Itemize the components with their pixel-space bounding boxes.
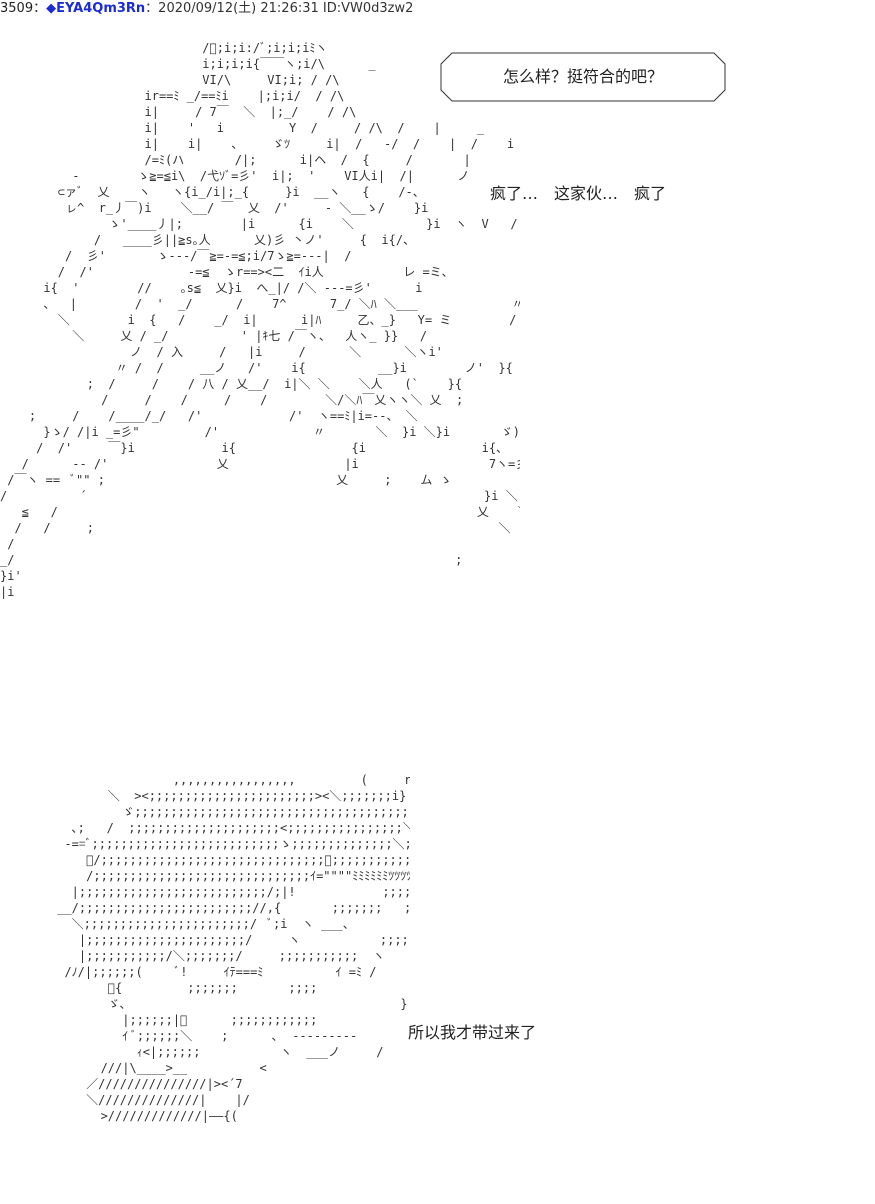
ascii-art-figure: /ﾞ;i;i:/ﾞ;i;i;iﾐヽ i;i;i;i{￣￣ヽ;i/\ _ VI/\… <box>0 41 520 599</box>
ascii-art-face: ,,,,,,,,,,,,,,,,, ( ri ＼ ><;;;;;;;;;;;;;… <box>57 773 410 1123</box>
post-meta: ：2020/09/12(土) 21:26:31 ID:VW0d3zw2 <box>145 1 414 16</box>
speech-bubble-text: 怎么样？挺符合的吧？ <box>502 67 663 86</box>
dialogue-line-2: 所以我才带过来了 <box>408 1023 537 1042</box>
speech-bubble: 怎么样？挺符合的吧？ <box>440 52 726 102</box>
speech-bubble-frame-icon <box>440 52 726 102</box>
poster-name[interactable]: ◆EYA4Qm3Rn <box>46 1 146 16</box>
post-separator: ： <box>33 1 47 16</box>
post-number[interactable]: 3509 <box>0 1 34 16</box>
dialogue-line-1: 疯了… 这家伙… 疯了 <box>490 184 667 203</box>
post-header: 3509：◆EYA4Qm3Rn：2020/09/12(土) 21:26:31 I… <box>0 0 413 18</box>
